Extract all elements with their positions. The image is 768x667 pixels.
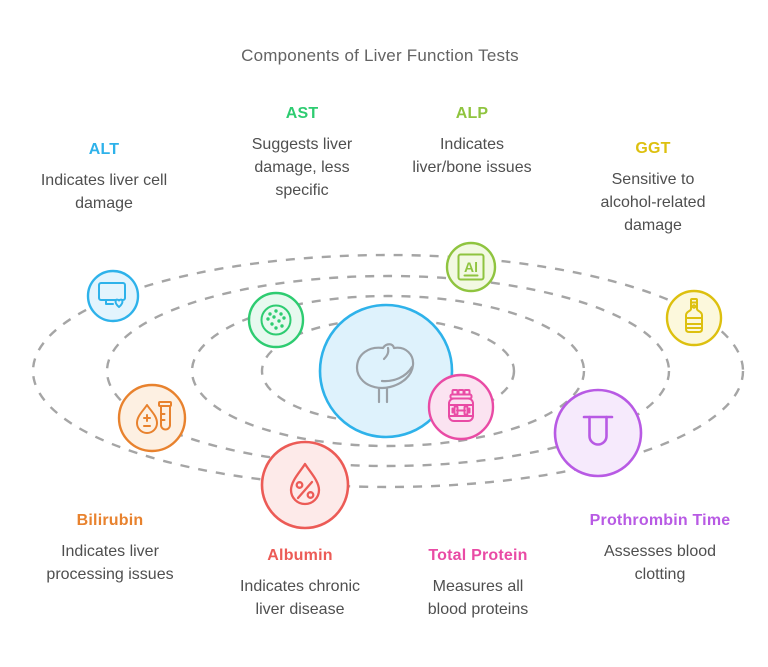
- desc-line: clotting: [634, 566, 686, 583]
- protein-jar-icon: [448, 389, 474, 422]
- test-name-prothrombin-time: Prothrombin Time: [589, 512, 731, 529]
- test-name-total-protein: Total Protein: [428, 547, 528, 564]
- test-desc-ast: Suggests liver damage, less specific: [252, 133, 353, 202]
- node-ast: [247, 291, 305, 349]
- desc-line: damage: [75, 195, 133, 212]
- test-name-albumin: Albumin: [267, 547, 333, 564]
- alcohol-bottle-icon: [685, 298, 703, 333]
- desc-line: Indicates chronic: [239, 578, 361, 595]
- test-name-ast: AST: [285, 105, 319, 122]
- element-al-icon: Al: [457, 253, 485, 281]
- monitor-heart-icon: [98, 282, 126, 308]
- desc-line: Suggests liver: [251, 136, 353, 153]
- label-total-protein: Total Protein Measures all blood protein…: [428, 546, 529, 621]
- node-albumin: [260, 440, 350, 530]
- test-name-alt: ALT: [88, 141, 120, 158]
- test-tube-icon: [582, 415, 614, 446]
- desc-line: alcohol-related: [600, 194, 706, 211]
- test-desc-ggt: Sensitive to alcohol-related damage: [601, 168, 706, 237]
- desc-line: liver disease: [255, 601, 345, 618]
- blood-drop-test-tube-icon: [136, 401, 172, 434]
- node-total-protein: [427, 373, 495, 441]
- desc-line: liver/bone issues: [412, 159, 532, 176]
- test-name-bilirubin: Bilirubin: [76, 512, 144, 529]
- desc-line: Indicates: [439, 136, 505, 153]
- desc-line: Indicates liver: [61, 543, 159, 560]
- label-ast: AST Suggests liver damage, less specific: [252, 104, 353, 202]
- label-ggt: GGT Sensitive to alcohol-related damage: [601, 139, 706, 237]
- liver-icon: [355, 343, 415, 404]
- orbit-ellipse-4: [31, 253, 745, 489]
- label-bilirubin: Bilirubin Indicates liver processing iss…: [46, 511, 173, 586]
- test-name-alp: ALP: [455, 105, 489, 122]
- node-alt: [86, 269, 140, 323]
- desc-line: damage, less: [254, 159, 350, 176]
- desc-line: damage: [624, 217, 682, 234]
- label-albumin: Albumin Indicates chronic liver disease: [240, 546, 360, 621]
- desc-line: Measures all: [432, 578, 524, 595]
- desc-line: blood proteins: [427, 601, 529, 618]
- svg-text:Al: Al: [464, 259, 478, 275]
- desc-line: Sensitive to: [611, 171, 695, 188]
- test-desc-alt: Indicates liver cell damage: [41, 169, 167, 215]
- drop-percent-icon: [289, 462, 321, 506]
- node-ggt: [665, 289, 723, 347]
- desc-line: Indicates liver cell: [40, 172, 168, 189]
- node-alp: Al: [445, 241, 497, 293]
- orbit-ellipse-2: [190, 294, 586, 448]
- node-bilirubin: [117, 383, 187, 453]
- test-desc-bilirubin: Indicates liver processing issues: [46, 540, 173, 586]
- test-desc-alp: Indicates liver/bone issues: [412, 133, 531, 179]
- liver-hub: [318, 303, 454, 439]
- desc-line: processing issues: [46, 566, 174, 583]
- test-desc-albumin: Indicates chronic liver disease: [240, 575, 360, 621]
- node-prothrombin-time: [553, 388, 643, 478]
- desc-line: Assesses blood: [603, 543, 717, 560]
- test-name-ggt: GGT: [635, 140, 671, 157]
- label-alp: ALP Indicates liver/bone issues: [412, 104, 531, 179]
- orbit-ellipse-3: [105, 274, 671, 468]
- test-desc-total-protein: Measures all blood proteins: [428, 575, 529, 621]
- desc-line: specific: [275, 182, 329, 199]
- page-title: Components of Liver Function Tests: [241, 46, 519, 65]
- test-desc-prothrombin-time: Assesses blood clotting: [590, 540, 731, 586]
- petri-dish-icon: [260, 304, 292, 336]
- label-prothrombin-time: Prothrombin Time Assesses blood clotting: [590, 511, 731, 586]
- label-alt: ALT Indicates liver cell damage: [41, 140, 167, 215]
